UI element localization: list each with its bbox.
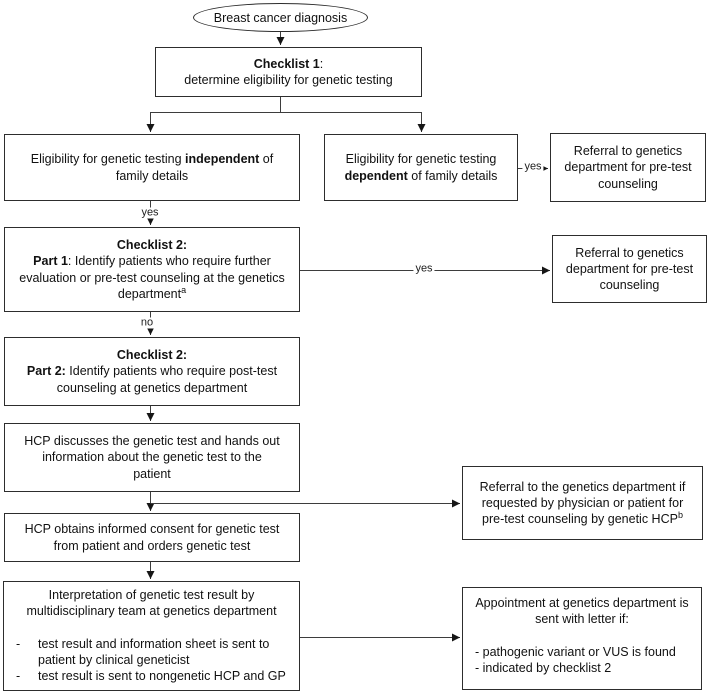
checklist2-part1-line4: departmenta (117, 284, 187, 301)
interpretation-bullet-2: - test result is sent to nongenetic HCP … (16, 669, 286, 683)
edge-label-yes-dependent: yes (522, 160, 544, 173)
node-referral-pretest-top: Referral to genetics department for pre-… (550, 133, 706, 202)
appointment-bullet-1: - pathogenic variant or VUS is found (475, 644, 676, 659)
node-checklist2-part1: Checklist 2: Part 1: Identify patients w… (4, 227, 300, 312)
referral-requested-line3: pre-test counseling by genetic HCPb (482, 509, 683, 527)
referral-pretest-mid-text: Referral to genetics department for pre-… (565, 245, 694, 293)
node-hcp-consent: HCP obtains informed consent for genetic… (4, 513, 300, 562)
footnote-b-marker: b (677, 509, 683, 520)
node-referral-requested: Referral to the genetics department if r… (462, 466, 703, 540)
node-hcp-discusses: HCP discusses the genetic test and hands… (4, 423, 300, 492)
node-referral-pretest-mid: Referral to genetics department for pre-… (552, 235, 707, 303)
edge-label-yes-independent: yes (139, 206, 161, 219)
appointment-bullet-2: - indicated by checklist 2 (475, 660, 612, 675)
referral-pretest-top-text: Referral to genetics department for pre-… (564, 144, 692, 191)
node-start-terminator: Breast cancer diagnosis (193, 3, 368, 32)
node-eligibility-dependent: Eligibility for genetic testing dependen… (324, 134, 518, 201)
referral-requested-line2: requested by physician or patient for (481, 495, 684, 510)
eligibility-independent-line2: family details (115, 168, 189, 183)
appointment-heading: Appointment at genetics department is se… (475, 596, 689, 627)
checklist2-part2-title: Checklist 2: (116, 348, 188, 363)
edge-label-no-part1: no (138, 316, 156, 329)
checklist1-title: Checklist 1: (253, 56, 324, 71)
footnote-a-marker: a (181, 284, 187, 295)
eligibility-dependent-line2: dependent of family details (344, 168, 498, 183)
node-appointment: Appointment at genetics department is se… (462, 587, 702, 690)
node-checklist2-part2: Checklist 2: Part 2: Identify patients w… (4, 337, 300, 406)
start-label: Breast cancer diagnosis (213, 10, 348, 25)
checklist2-part1-line2: Part 1: Identify patients who require fu… (33, 254, 271, 269)
checklist2-part1-line3: evaluation or pre-test counseling at the… (19, 270, 285, 285)
referral-requested-line1: Referral to the genetics department if (479, 479, 686, 494)
checklist2-part1-title: Checklist 2: (116, 238, 188, 252)
checklist1-body: determine eligibility for genetic testin… (184, 73, 393, 87)
interpretation-heading: Interpretation of genetic test result by… (26, 588, 277, 619)
interpretation-bullet-1: - test result and information sheet is s… (16, 636, 270, 667)
hcp-consent-text: HCP obtains informed consent for genetic… (24, 522, 280, 553)
eligibility-dependent-line1: Eligibility for genetic testing (345, 152, 497, 167)
node-checklist1: Checklist 1: determine eligibility for g… (155, 47, 422, 97)
node-eligibility-independent: Eligibility for genetic testing independ… (4, 134, 300, 201)
hcp-discusses-text: HCP discusses the genetic test and hands… (24, 434, 280, 481)
eligibility-independent-line1: Eligibility for genetic testing independ… (30, 152, 274, 167)
bullet-dash: - (16, 636, 21, 651)
checklist2-part2-line2: Part 2: Identify patients who require po… (26, 364, 278, 379)
bullet-dash: - (16, 669, 21, 683)
edge-label-yes-part1: yes (413, 262, 435, 275)
checklist2-part2-line3: counseling at genetics department (56, 380, 248, 395)
node-interpretation: Interpretation of genetic test result by… (3, 581, 300, 691)
